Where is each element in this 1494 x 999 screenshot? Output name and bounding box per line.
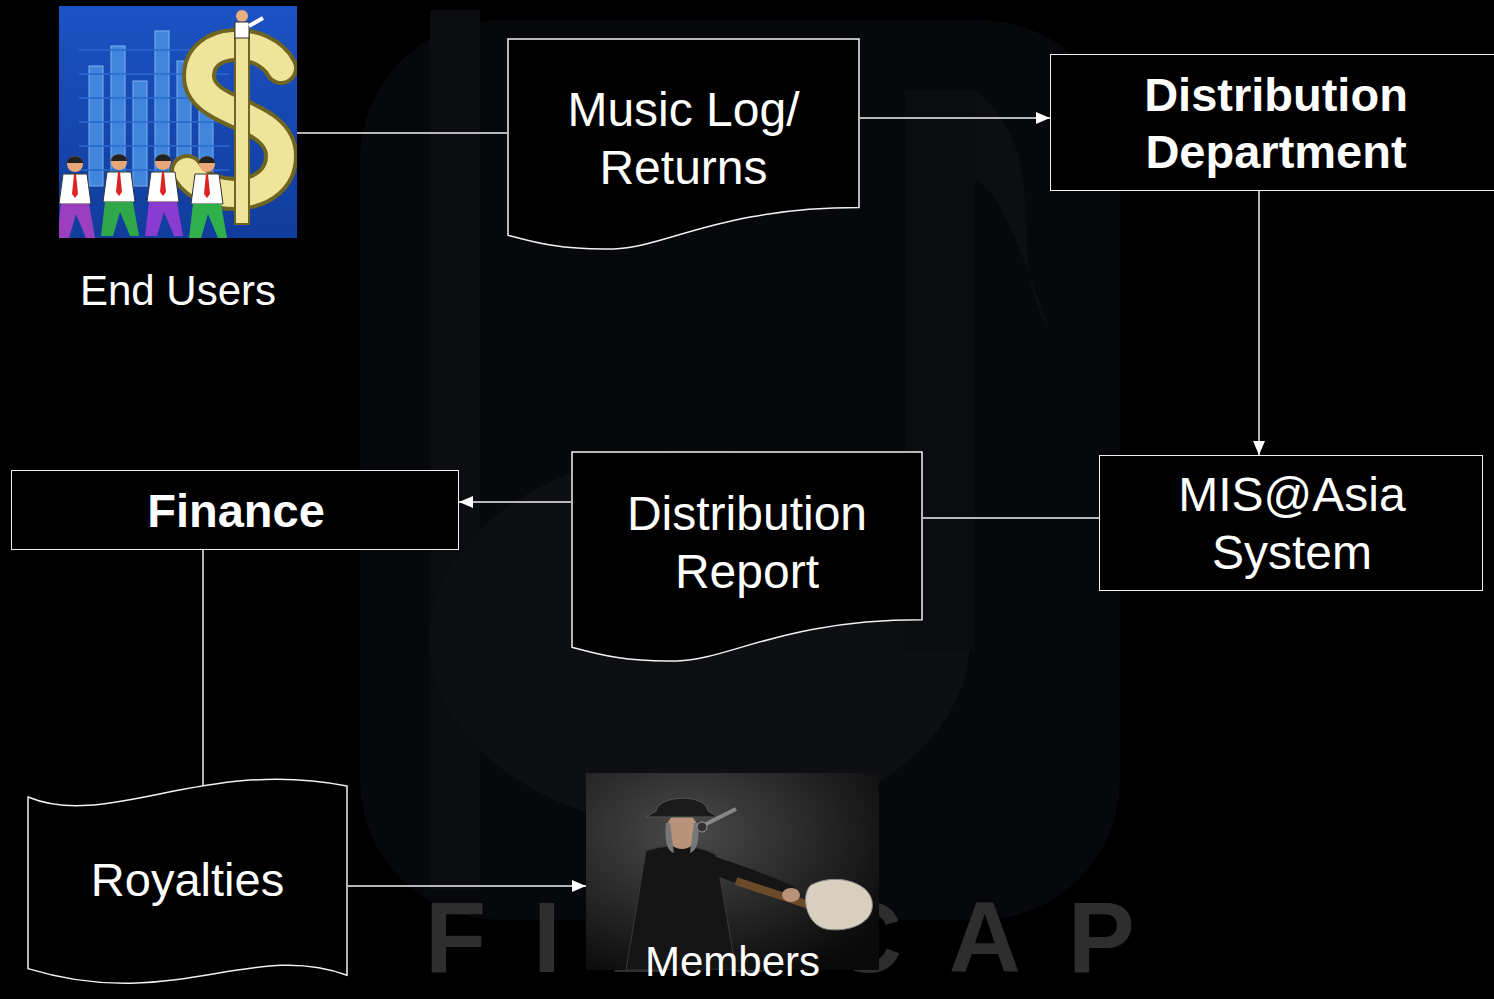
logo-band — [430, 10, 480, 890]
icon-ground — [59, 6, 297, 238]
singer-hair — [665, 823, 698, 853]
connector-line — [923, 517, 1099, 519]
text-area: Members — [586, 933, 879, 992]
arrow-connector — [348, 885, 586, 887]
end-users-icon — [59, 6, 297, 238]
document-shape-path — [508, 39, 859, 249]
tape-shape: Royalties — [27, 775, 348, 995]
guitar-body — [806, 879, 873, 930]
text-area: MIS@Asia System — [1100, 456, 1484, 592]
connector-line — [297, 132, 507, 134]
singer-hat — [646, 798, 718, 817]
process-box: Finance — [11, 470, 459, 550]
node-text: Royalties — [91, 852, 284, 908]
microphone — [697, 822, 707, 832]
mic-stand — [704, 809, 736, 825]
illustration-part — [236, 10, 248, 22]
singer-arm — [706, 863, 791, 895]
node-text: Members — [645, 937, 820, 987]
illustration-part — [79, 121, 229, 123]
document-shape: Distribution Report — [571, 451, 923, 662]
node-text: MIS@Asia System — [1157, 466, 1427, 581]
arrow-connector — [1258, 191, 1260, 455]
illustration-part — [79, 145, 229, 147]
walker — [101, 154, 139, 236]
text-area: Royalties — [27, 775, 348, 985]
tape-shape-path — [28, 779, 347, 983]
node-text: Distribution Report — [602, 485, 892, 600]
process-box: Distribution Department — [1050, 54, 1494, 191]
text-area: Music Log/ Returns — [507, 38, 860, 239]
connector-line — [202, 550, 204, 787]
illustration-part — [235, 22, 249, 38]
text-area: Distribution Report — [571, 451, 923, 634]
walker — [59, 156, 95, 238]
photo-node: Members — [586, 773, 879, 985]
arrow-connector — [860, 117, 1050, 119]
node-text: End Users — [80, 266, 276, 316]
illustration-part — [249, 18, 263, 26]
document-shape-path — [572, 452, 922, 661]
logo-note-flag — [975, 90, 1050, 330]
walker — [145, 154, 183, 236]
illustration-part — [235, 24, 249, 224]
icon-node: End Users — [59, 6, 297, 321]
text-area: Distribution Department — [1051, 55, 1494, 192]
man-on-top — [235, 10, 263, 38]
node-text: Distribution Department — [1126, 67, 1426, 180]
singer-hand — [782, 888, 800, 902]
process-box: MIS@Asia System — [1099, 455, 1483, 591]
illustration-part — [89, 66, 103, 186]
text-area: Finance — [12, 471, 460, 551]
text-area: End Users — [59, 262, 297, 321]
arrow-connector — [459, 501, 571, 503]
node-text: Music Log/ Returns — [549, 81, 819, 196]
node-text: Finance — [147, 483, 325, 539]
document-shape: Music Log/ Returns — [507, 38, 860, 250]
walker — [189, 156, 227, 238]
